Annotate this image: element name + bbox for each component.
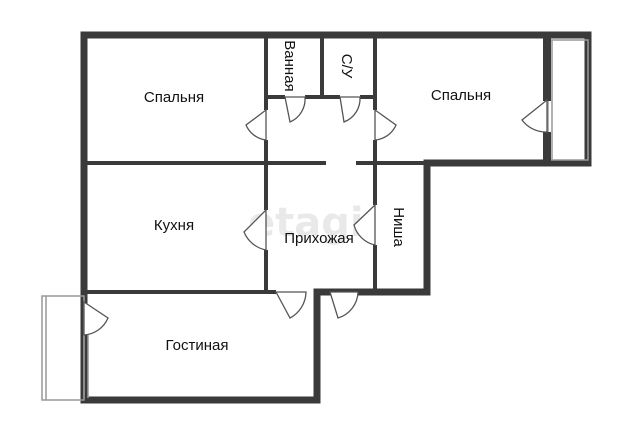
balcony-left bbox=[41, 295, 89, 401]
room-label-kitchen: Кухня bbox=[154, 217, 194, 234]
room-label-living-room: Гостиная bbox=[166, 337, 229, 354]
interior-walls bbox=[84, 35, 427, 294]
room-label-bedroom-left: Спальня bbox=[144, 89, 204, 106]
room-label-bathroom: Ванная bbox=[281, 40, 298, 91]
room-label-hallway: Прихожая bbox=[284, 230, 354, 247]
room-label-niche: Ниша bbox=[390, 207, 407, 247]
room-label-toilet: С/У bbox=[338, 54, 355, 79]
room-label-bedroom-right: Спальня bbox=[431, 87, 491, 104]
balcony-right-wall bbox=[543, 37, 551, 101]
balcony-right-wall-lower bbox=[543, 132, 551, 162]
doors bbox=[83, 96, 548, 336]
